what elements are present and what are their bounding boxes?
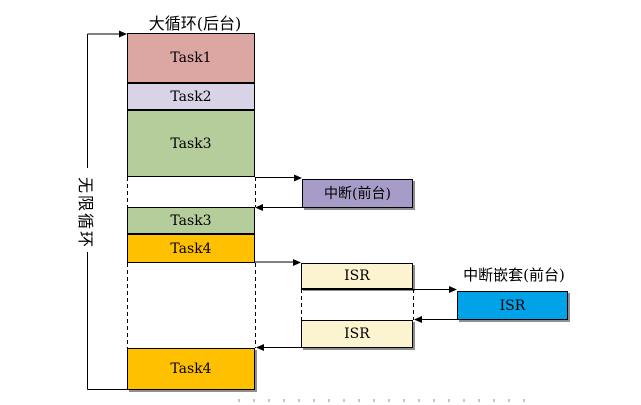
isr-first-box: ISR	[301, 263, 413, 289]
isr-return-arrowhead-icon	[256, 344, 264, 351]
cropped-caption-fragments	[238, 399, 530, 402]
task4-resume-box: Task4	[127, 348, 255, 390]
task4-box: Task4	[127, 234, 255, 263]
nested-isr-box: ISR	[457, 291, 568, 320]
task1-box: Task1	[127, 33, 255, 83]
infinite-loop-label: 无限循环	[75, 173, 99, 253]
background-loop-title: 大循环(后台)	[148, 14, 242, 33]
isr-second-box: ISR	[301, 320, 413, 348]
interrupt-box: 中断(前台)	[302, 179, 413, 208]
task3-box: Task3	[127, 110, 255, 177]
interrupt-entry-arrowhead-icon	[294, 174, 302, 182]
loop-arrowhead-icon	[119, 30, 127, 38]
interrupt-call-return-lines	[255, 177, 302, 208]
nested-interrupt-label: 中断嵌套(前台)	[463, 266, 565, 284]
task3-resume-box: Task3	[127, 207, 255, 234]
nested-entry-arrowhead-icon	[449, 286, 457, 293]
task2-box: Task2	[127, 83, 255, 110]
nested-return-arrowhead-icon	[414, 316, 422, 323]
isr-entry-arrowhead-icon	[293, 259, 301, 266]
interrupt-return-arrowhead-icon	[255, 204, 263, 211]
